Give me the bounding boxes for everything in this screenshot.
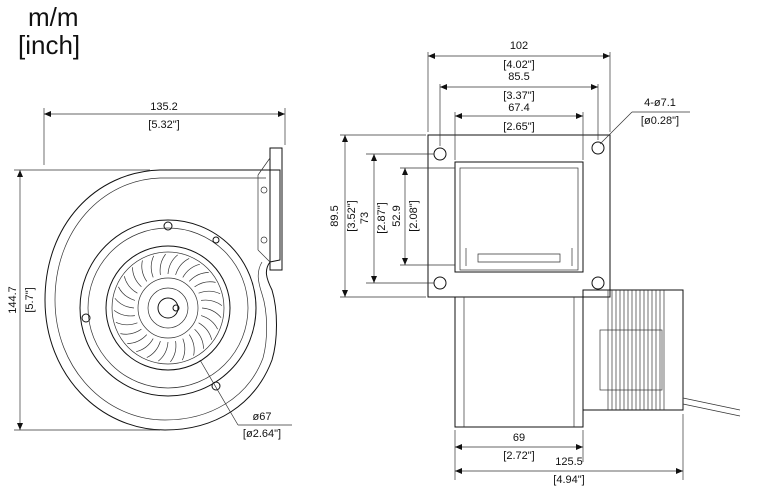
dim-flange-height-mm: 89.5: [329, 205, 341, 226]
dim-outlet-height-in: [2.08"]: [408, 200, 420, 231]
mount-hole-icon: [212, 236, 220, 244]
impeller-blade: [200, 315, 218, 330]
motor-coil-windings: [607, 290, 665, 410]
impeller-blade: [115, 321, 138, 326]
holes-leader: [599, 111, 633, 145]
dim-hole-spacing-in: [3.37"]: [503, 90, 534, 102]
dim-overall-depth-mm: 125.5: [555, 456, 583, 468]
impeller-blade: [167, 254, 178, 275]
flange-hole-icon: [591, 276, 605, 290]
dim-overall-depth-in: [4.94"]: [553, 474, 584, 486]
mount-hole-icon: [81, 313, 91, 323]
dim-hole-height-mm: 73: [359, 212, 371, 224]
impeller-blade: [188, 272, 209, 282]
scroll-housing-inner: [54, 177, 267, 421]
scroll-housing-outline: [44, 169, 281, 431]
impeller-blade: [127, 334, 148, 344]
impeller-blade: [181, 338, 186, 361]
impeller-blade: [113, 310, 135, 317]
motor-hub: [157, 297, 179, 319]
motor-body: [582, 289, 684, 411]
dim-side-width-mm: 135.2: [150, 101, 178, 113]
housing-body: [454, 296, 584, 428]
dim-outlet-height-mm: 52.9: [391, 205, 403, 226]
front-view: 102 [4.02"] 85.5 [3.37"] 67.4 [2.65"] 4-…: [329, 40, 741, 486]
impeller-blade: [188, 334, 195, 356]
mount-hole-icon: [163, 221, 173, 231]
dim-holes-in: [ø0.28"]: [641, 115, 679, 127]
impeller-blade: [170, 341, 177, 363]
side-view: 135.2 [5.32"] 144.7 [5.7"] ø67 [ø2.64"]: [7, 101, 292, 440]
impeller-blade: [118, 286, 136, 301]
impeller-blade: [201, 307, 222, 318]
outlet-opening: [454, 161, 584, 273]
dim-side-width-in: [5.32"]: [148, 119, 179, 131]
dim-body-width-in: [2.72"]: [503, 450, 534, 462]
impeller-blade: [175, 258, 190, 276]
dim-inlet-dia-in: [ø2.64"]: [243, 428, 281, 440]
dim-side-height-in: [5.7"]: [24, 287, 36, 312]
dim-holes-mm: 4-ø7.1: [644, 97, 676, 109]
impeller-blade: [194, 281, 216, 288]
impeller-blade: [182, 263, 200, 278]
impeller-blade: [146, 340, 161, 358]
flange-hole-icon: [433, 276, 447, 290]
dim-inlet-dia-mm: ø67: [253, 411, 272, 423]
flange-screw-icon: [260, 186, 268, 194]
impeller-blades: [113, 253, 223, 363]
dim-body-width-mm: 69: [513, 432, 525, 444]
inlet-diameter-leader: [199, 359, 239, 426]
impeller-blade: [150, 255, 155, 278]
units-imperial-label: [inch]: [18, 30, 81, 60]
impeller-blade: [136, 338, 154, 353]
dim-flange-width-mm: 102: [510, 40, 528, 52]
flange-screw-icon: [260, 236, 268, 244]
inlet-ring-outer: [79, 219, 257, 397]
impeller-blade: [194, 328, 204, 349]
units-metric-label: m/m: [28, 2, 79, 32]
dim-outlet-width-in: [2.65"]: [503, 121, 534, 133]
dim-outlet-width-mm: 67.4: [508, 102, 529, 114]
dim-hole-spacing-mm: 85.5: [508, 71, 529, 83]
impeller-blade: [198, 322, 213, 340]
impeller-blade: [198, 290, 221, 295]
impeller-blade: [201, 299, 223, 306]
impeller-blade: [158, 341, 169, 362]
inlet-opening: [105, 245, 231, 371]
dim-flange-width-in: [4.02"]: [503, 59, 534, 71]
flange-hole-icon: [433, 147, 447, 161]
impeller-blade: [132, 267, 142, 288]
impeller-blade: [159, 253, 166, 275]
mount-hole-icon: [211, 381, 221, 391]
dim-hole-height-in: [2.87"]: [376, 202, 388, 233]
impeller-blade: [114, 298, 135, 309]
impeller-blade: [120, 328, 142, 335]
impeller-blade: [123, 276, 138, 294]
dim-flange-height-in: [3.52"]: [346, 200, 358, 231]
flange-hole-icon: [591, 141, 605, 155]
dim-side-height-mm: 144.7: [7, 286, 19, 314]
motor-lead-wires: [682, 397, 741, 417]
impeller-blade: [141, 260, 148, 282]
side-mounting-flange: [269, 147, 283, 271]
